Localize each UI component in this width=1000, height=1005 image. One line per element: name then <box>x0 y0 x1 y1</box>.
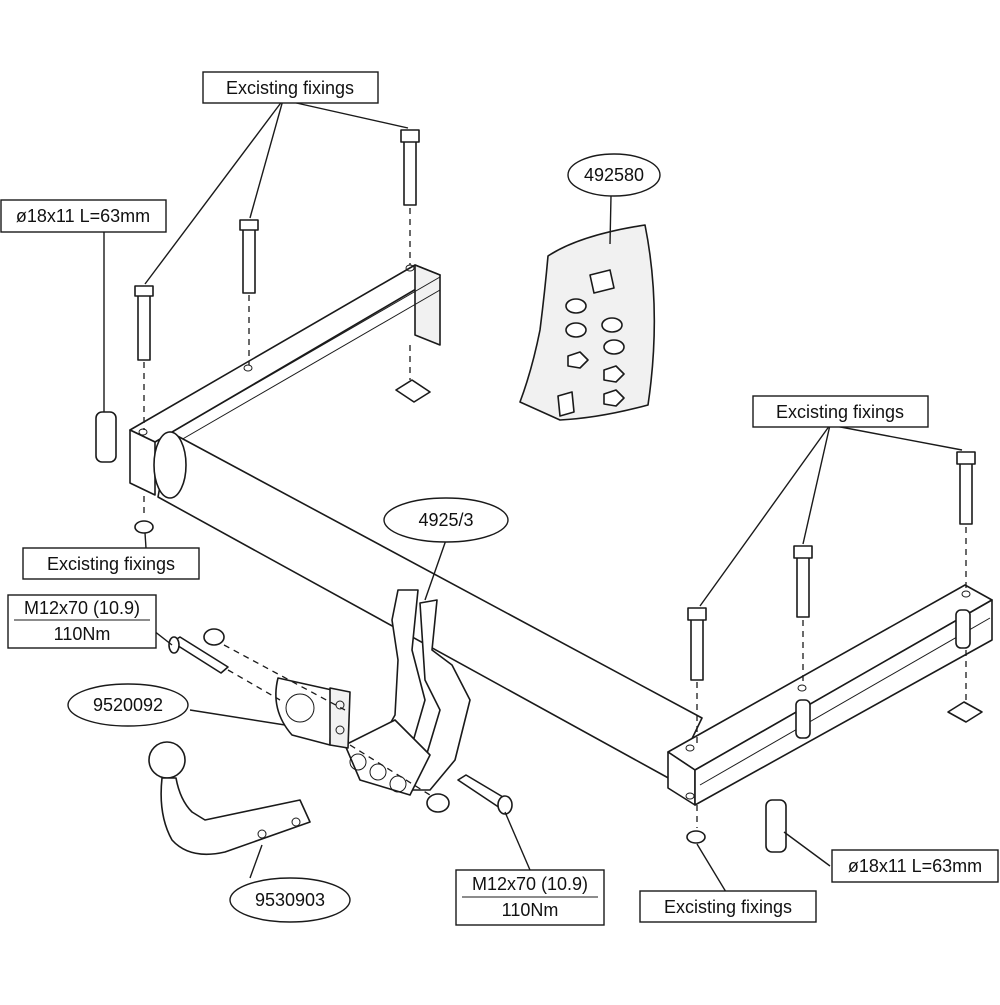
callout-existing-fixings-top-left: Excisting fixings <box>202 71 379 104</box>
crossbar-part-number: 4925/3 <box>418 510 473 530</box>
callout-spacer-right: ø18x11 L=63mm <box>831 849 999 883</box>
fixing-kit-bag <box>519 224 656 421</box>
callout-spacer-left: ø18x11 L=63mm <box>0 199 167 233</box>
callout-crossbar: 4925/3 <box>383 497 509 543</box>
spacer-right-label: ø18x11 L=63mm <box>848 856 982 876</box>
front-bolt-set <box>168 628 513 815</box>
leader-lines <box>103 99 963 893</box>
callout-existing-fixings-right-bottom: Excisting fixings <box>639 890 817 923</box>
towbar-arms <box>344 589 471 796</box>
right-side-member <box>667 584 993 806</box>
existing-fixings-label-3: Excisting fixings <box>47 554 175 574</box>
callout-bolt-spec-left: M12x70 (10.9) 110Nm <box>7 594 157 649</box>
existing-fixings-label-1: Excisting fixings <box>226 78 354 98</box>
bolt-spec-right: M12x70 (10.9) <box>472 874 588 894</box>
left-side-member <box>129 264 441 496</box>
towball <box>148 741 311 856</box>
bolt-spec-left: M12x70 (10.9) <box>24 598 140 618</box>
callout-bolt-spec-right: M12x70 (10.9) 110Nm <box>455 869 605 926</box>
towball-part-number: 9530903 <box>255 890 325 910</box>
existing-fixings-label-4: Excisting fixings <box>664 897 792 917</box>
existing-fixings-label-2: Excisting fixings <box>776 402 904 422</box>
torque-left: 110Nm <box>54 624 111 644</box>
callout-bracket: 9520092 <box>67 683 189 727</box>
socket-plate <box>275 677 351 749</box>
callout-existing-fixings-right-top: Excisting fixings <box>752 395 929 428</box>
right-bolts <box>686 451 983 853</box>
bracket-part-number: 9520092 <box>93 695 163 715</box>
left-bolts <box>95 129 431 534</box>
callout-existing-fixings-left-bottom: Excisting fixings <box>22 547 200 580</box>
callout-kit: 492580 <box>567 153 661 197</box>
kit-part-number: 492580 <box>584 165 644 185</box>
spacer-left-label: ø18x11 L=63mm <box>16 206 150 226</box>
callout-towball: 9530903 <box>229 877 351 923</box>
torque-right: 110Nm <box>502 900 559 920</box>
